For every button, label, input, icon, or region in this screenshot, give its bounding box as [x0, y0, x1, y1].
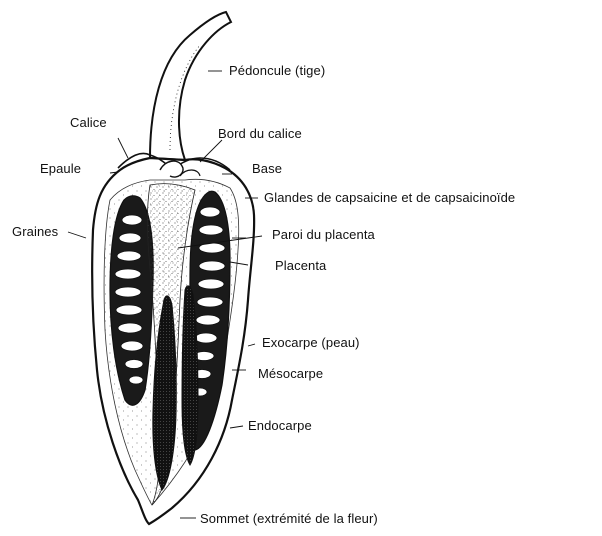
label-mesocarp: Mésocarpe	[258, 366, 323, 382]
label-placenta-wall: Paroi du placenta	[272, 227, 375, 243]
label-apex: Sommet (extrémité de la fleur)	[200, 511, 378, 527]
label-exocarp: Exocarpe (peau)	[262, 335, 360, 351]
label-shoulder: Epaule	[40, 161, 81, 177]
label-seeds: Graines	[12, 224, 58, 240]
label-base: Base	[252, 161, 282, 177]
label-calyx: Calice	[70, 115, 107, 131]
label-endocarp: Endocarpe	[248, 418, 312, 434]
label-placenta: Placenta	[275, 258, 326, 274]
label-glands: Glandes de capsaicine et de capsaicinoïd…	[264, 190, 515, 206]
label-peduncle: Pédoncule (tige)	[229, 63, 325, 79]
label-calyx-edge: Bord du calice	[218, 126, 302, 142]
